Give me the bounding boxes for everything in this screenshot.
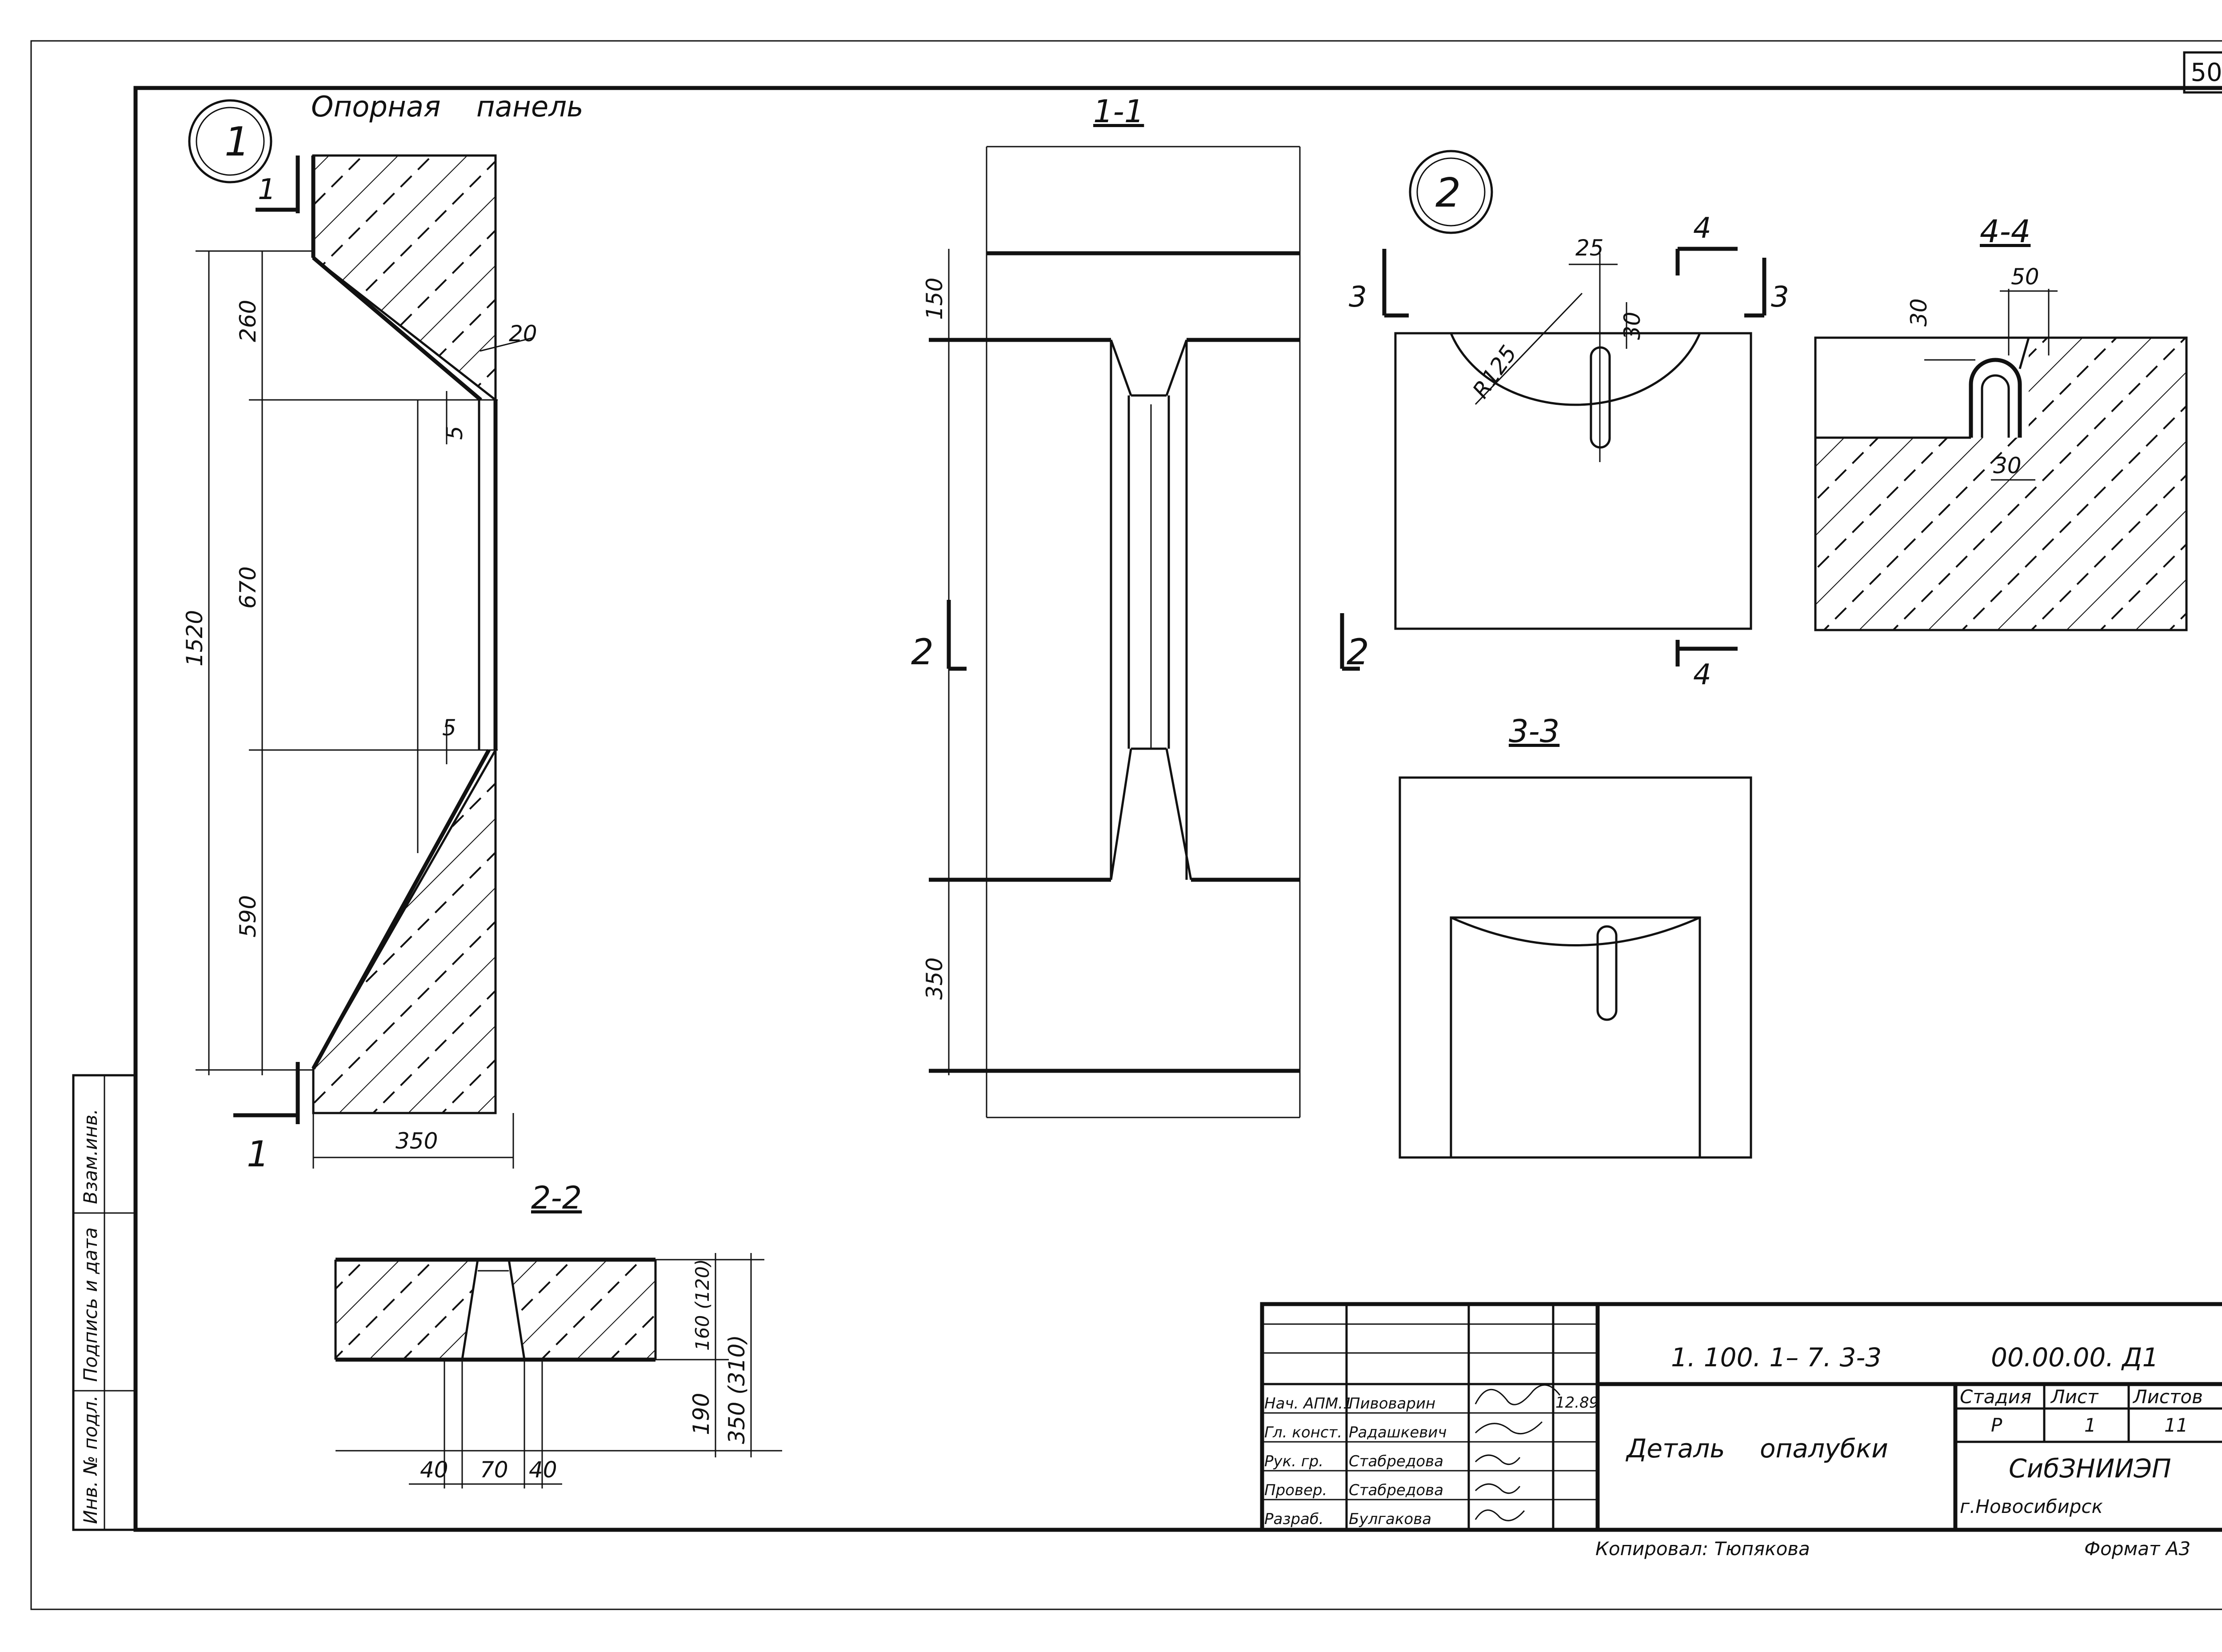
name-1: Радашкевич [1349, 1424, 1447, 1441]
dim-590: 590 [235, 895, 261, 938]
stamp-replace-inv: Взам.инв. [80, 1109, 101, 1204]
panel-hatch-top [313, 156, 496, 400]
cut-2-right: 2 [1347, 631, 1369, 673]
dim-190: 190 [688, 1393, 714, 1435]
sheet-value: 1 [2084, 1414, 2096, 1436]
drawing-name: Деталь опалубки [1625, 1433, 1888, 1464]
approval-date: 12.89 [1555, 1394, 1599, 1412]
detail-1-cut-bottom: 1 [247, 1133, 269, 1175]
detail-1-marker-inner [196, 107, 265, 176]
detail-1-marker-number: 1 [224, 119, 250, 165]
signature-4 [1475, 1509, 1525, 1521]
org-city: г.Новосибирск [1960, 1496, 2103, 1517]
org-name: СибЗНИИЭП [2009, 1453, 2171, 1484]
detail-2-marker-inner [1416, 157, 1486, 227]
sheets-value: 11 [2164, 1414, 2188, 1436]
detail-1-marker-outer [188, 99, 272, 184]
side-stamp: Инв. № подл. Подпись и дата Взам.инв. [72, 1074, 137, 1531]
detail-1-cut-top: 1 [258, 173, 276, 206]
role-2: Рук. гр. [1264, 1452, 1323, 1470]
detail-2-marker-outer [1409, 150, 1493, 234]
signature-2 [1475, 1454, 1521, 1465]
detail-1-title: Опорная панель [311, 91, 583, 124]
dim-160-120: 160 (120) [691, 1259, 713, 1351]
dim-40-right: 40 [529, 1457, 557, 1483]
stage-value: Р [1991, 1414, 2002, 1436]
section-1-1: 1-1 150 350 2 2 [911, 93, 1369, 1118]
section-4-4-title: 4-4 [1980, 213, 2030, 250]
cut-3-right: 3 [1771, 281, 1789, 314]
dim-260: 260 [235, 300, 261, 342]
dim-40-left: 40 [420, 1457, 448, 1483]
section-3-3-slot [1596, 925, 1618, 1021]
section-3-3: 3-3 [1399, 713, 1752, 1159]
sheets-label: Листов [2132, 1386, 2203, 1408]
role-1: Гл. конст. [1264, 1424, 1342, 1441]
dim-20: 20 [509, 321, 537, 347]
signature-3 [1475, 1483, 1521, 1494]
stamp-inv-no: Инв. № подл. [80, 1395, 101, 1524]
name-2: Стабредова [1349, 1452, 1443, 1470]
cut-4-top: 4 [1693, 212, 1711, 245]
paper-format: Формат А3 [2084, 1538, 2190, 1560]
signature-0 [1475, 1384, 1561, 1405]
dim-30-top: 30 [1906, 298, 1932, 327]
section-4-4-hatch [1815, 338, 2186, 630]
dim-1520: 1520 [182, 610, 208, 666]
dim-70: 70 [480, 1457, 508, 1483]
title-block: 1. 100. 1– 7. 3-3 00.00.00. Д1 Деталь оп… [1260, 1302, 2222, 1532]
dim-30-bottom: 30 [1993, 453, 2022, 479]
inner-frame [133, 86, 2222, 1532]
cut-3-left: 3 [1349, 281, 1367, 314]
outer-frame [30, 40, 2222, 1610]
copied-by: Копировал: Тюпякова [1595, 1538, 1810, 1560]
panel-hatch-bottom [313, 750, 496, 1113]
name-3: Стабредова [1349, 1481, 1443, 1499]
dim-350-310: 350 (310) [724, 1335, 750, 1444]
dim-670: 670 [235, 567, 261, 609]
cut-4-bottom: 4 [1693, 658, 1711, 691]
name-4: Булгакова [1349, 1510, 1431, 1528]
dim-25: 25 [1575, 235, 1604, 261]
dim-350: 350 [396, 1128, 438, 1154]
sheet-number-box: 50 [2183, 51, 2222, 94]
sheet-number: 50 [2190, 58, 2222, 87]
section-2-2-hatch-right [509, 1260, 655, 1360]
dim-30-detail2: 30 [1619, 311, 1645, 340]
section-1-1-title: 1-1 [1093, 93, 1144, 130]
section-2-2: 2-2 40 70 40 160 (120) 190 350 (310) [334, 1180, 782, 1488]
section-3-3-title: 3-3 [1509, 713, 1559, 750]
doc-code: 1. 100. 1– 7. 3-3 [1671, 1342, 1882, 1373]
detail-2: 2 25 30 R125 3 3 4 4 [1349, 150, 1789, 691]
sheet-label: Лист [2050, 1386, 2099, 1408]
role-4: Разраб. [1264, 1510, 1324, 1528]
doc-number: 00.00.00. Д1 [1991, 1342, 2158, 1373]
section-2-2-title: 2-2 [531, 1180, 582, 1216]
dim-50: 50 [2011, 264, 2039, 290]
signature-1 [1475, 1421, 1543, 1435]
section-4-4: 4-4 50 30 30 [1814, 213, 2188, 631]
dim-5-upper: 5 [442, 426, 468, 440]
section-2-2-hatch-left [336, 1260, 478, 1360]
detail-1-support-panel: 1 Опорная панель 1 1 1520 260 670 590 [182, 91, 583, 1175]
role-3: Провер. [1264, 1481, 1327, 1499]
role-0: Нач. АПМ.1 [1264, 1395, 1353, 1413]
stamp-sign-date: Подпись и дата [80, 1227, 101, 1382]
detail-2-marker-number: 2 [1435, 170, 1461, 216]
dim-5-lower: 5 [442, 715, 456, 741]
stage-label: Стадия [1960, 1386, 2031, 1408]
cut-2-left: 2 [911, 631, 934, 673]
dim-150: 150 [922, 278, 947, 320]
name-0: Пивоварин [1349, 1395, 1435, 1413]
dim-350-lower: 350 [922, 958, 947, 1000]
